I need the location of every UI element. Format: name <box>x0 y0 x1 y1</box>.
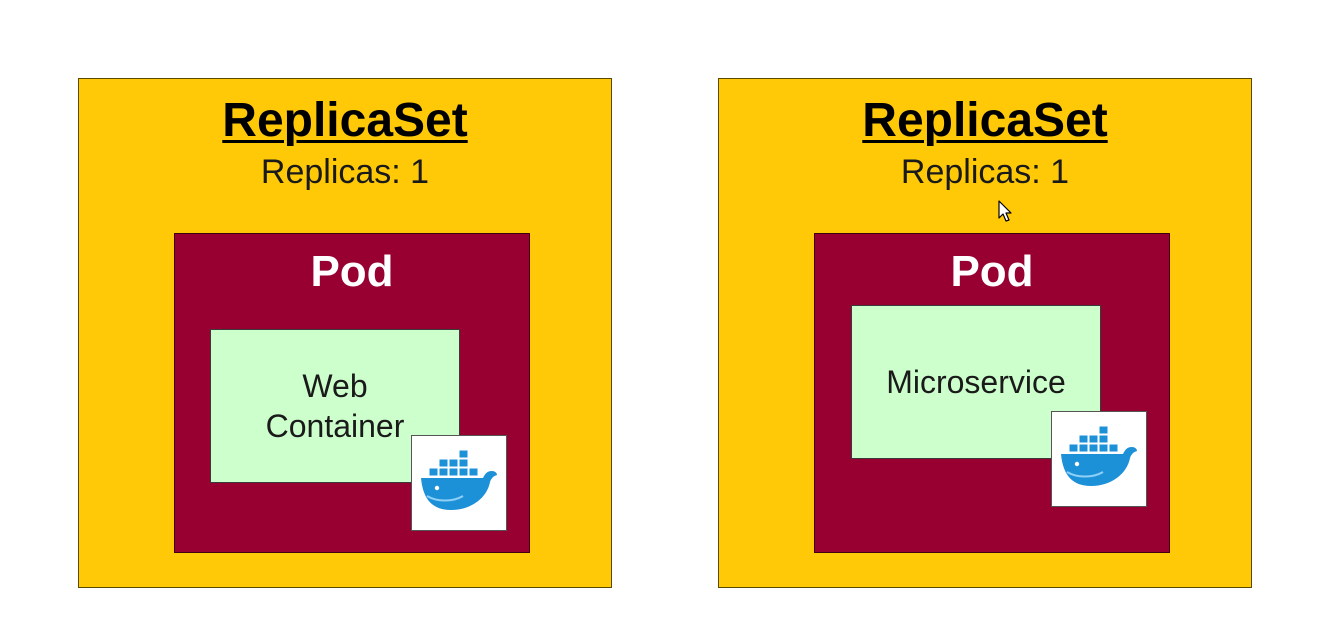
pod-title: Pod <box>310 247 394 296</box>
docker-whale-icon-graphic <box>1061 425 1137 486</box>
replicas-count-label: Replicas: 1 <box>900 153 1070 191</box>
replicaset-title: ReplicaSet <box>862 94 1108 147</box>
pod-box: Pod Microservice <box>814 233 1170 553</box>
pod-title: Pod <box>950 247 1034 296</box>
docker-whale-icon <box>411 435 507 531</box>
replicaset-title: ReplicaSet <box>222 94 468 147</box>
docker-whale-icon <box>1051 411 1147 507</box>
container-label-line-2: Container <box>265 408 405 444</box>
container-label-line-1: Web <box>302 368 368 404</box>
container-label: Microservice <box>886 364 1066 400</box>
replicaset-box-right: ReplicaSet Replicas: 1 Pod Microservice <box>718 78 1252 588</box>
web-container-box: Web Container <box>210 329 460 483</box>
replicaset-box-left: ReplicaSet Replicas: 1 Pod Web Container <box>78 78 612 588</box>
docker-whale-icon-graphic <box>421 449 497 510</box>
replicas-count-label: Replicas: 1 <box>260 153 430 191</box>
pod-box: Pod Web Container <box>174 233 530 553</box>
mouse-cursor-icon <box>998 200 1012 222</box>
container-label: Web Container <box>266 366 405 446</box>
